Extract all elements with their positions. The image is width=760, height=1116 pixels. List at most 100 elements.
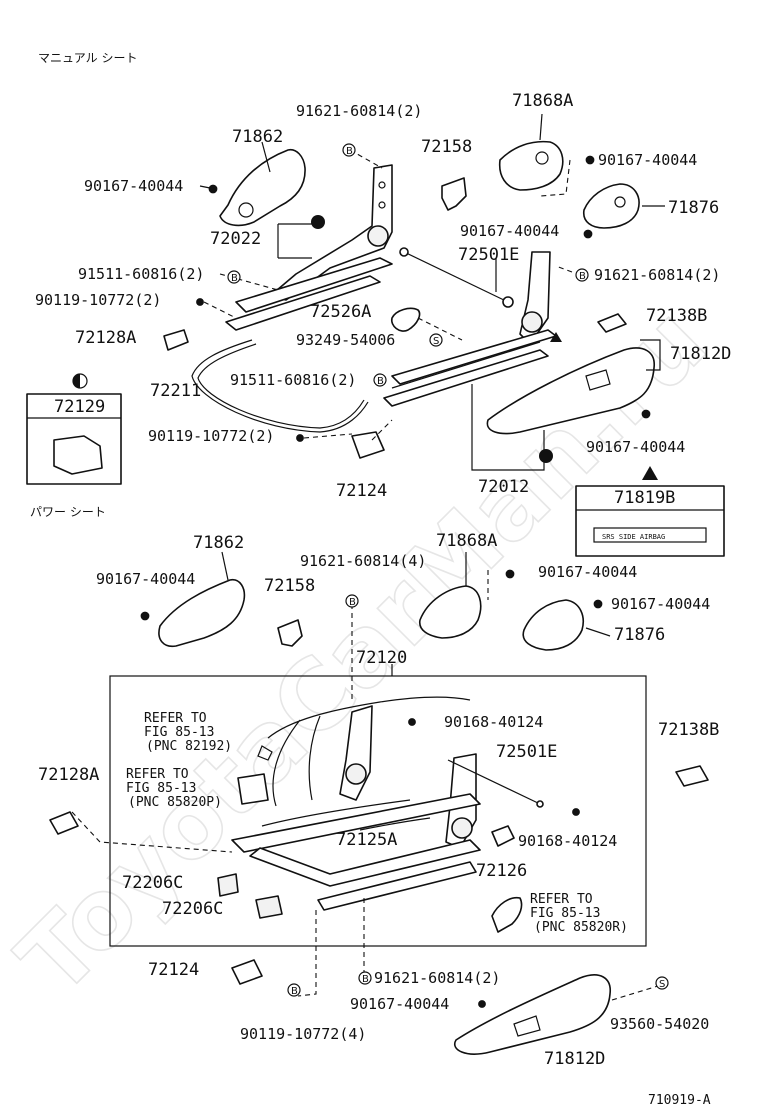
bolt-power-90167-a: [140, 611, 150, 621]
bolt-90167-d: [641, 409, 651, 419]
label-ref3-b: FIG 85-13: [530, 906, 600, 921]
label-93249: 93249-54006: [296, 331, 395, 349]
power-spring-72125A: [359, 817, 431, 831]
label-72012: 72012: [478, 477, 529, 497]
part-71862-cover: [219, 148, 306, 227]
label-71819B: 71819B: [614, 488, 675, 508]
part-power-frame-rail-a: [249, 839, 481, 887]
label-power-90168-a: 90168-40124: [444, 713, 543, 731]
part-wire-harness: [267, 696, 471, 807]
label-91511-a: 91511-60816(2): [78, 265, 204, 283]
power-seat-title: パワー シート: [30, 505, 106, 519]
symbol-b-power-90119: B: [287, 983, 301, 997]
recliner-hole-2: [378, 201, 386, 209]
dash-91621-b: [555, 265, 573, 273]
part-71868A-hole: [535, 151, 549, 165]
bolt-90167-b: [585, 155, 595, 165]
rod-end-left: [399, 247, 409, 257]
part-power-71812D-slot: [513, 1015, 541, 1037]
label-power-71876: 71876: [614, 625, 665, 645]
part-power-71862-cover: [158, 578, 246, 648]
label-72526A: 72526A: [310, 302, 371, 322]
bolt-90119-b: [296, 434, 304, 442]
label-power-72158: 72158: [264, 576, 315, 596]
label-91511-b: 91511-60816(2): [230, 371, 356, 389]
symbol-half-circle-72012: [539, 449, 553, 463]
symbol-b-power-91621-a: B: [345, 594, 359, 608]
label-91621-b: 91621-60814(2): [594, 266, 720, 284]
symbol-b-91621-b: B: [575, 268, 589, 282]
power-screw-shaft: [261, 799, 411, 827]
power-rod-end: [536, 800, 544, 808]
label-power-72128A: 72128A: [38, 765, 99, 785]
label-ref2-c: (PNC 85820P): [128, 795, 222, 810]
symbol-b-91511-a: B: [227, 270, 241, 284]
symbol-s-93249: S: [429, 333, 443, 347]
label-71812D: 71812D: [670, 344, 731, 364]
leader-72022: [277, 223, 316, 259]
label-power-90167-c: 90167-40044: [611, 595, 710, 613]
part-power-71812D: [453, 974, 611, 1055]
rod-end-right: [502, 296, 514, 308]
label-power-72501E: 72501E: [496, 742, 557, 762]
label-72128A: 72128A: [75, 328, 136, 348]
label-71876: 71876: [668, 198, 719, 218]
svg-text:B: B: [231, 273, 238, 284]
label-power-90167-a: 90167-40044: [96, 570, 195, 588]
label-90119-b: 90119-10772(2): [148, 427, 274, 445]
symbol-s-power-93560: S: [655, 976, 669, 990]
bolt-power-90167-b: [505, 569, 515, 579]
part-ref-85820R: [491, 896, 523, 933]
part-power-71876: [522, 599, 584, 651]
part-72158-cap: [441, 177, 467, 211]
symbol-half-fill-72129: [73, 374, 80, 388]
label-71862: 71862: [232, 127, 283, 147]
part-motor-1: [237, 773, 269, 805]
manual-seat-title: マニュアル シート: [38, 51, 137, 65]
dash-power-90119: [297, 910, 317, 997]
part-71862-hole: [238, 202, 254, 218]
power-recliner-right-pivot: [451, 817, 473, 839]
leader-power-71876: [585, 627, 611, 637]
svg-text:S: S: [659, 979, 665, 990]
part-71876-hole: [614, 196, 626, 208]
symbol-triangle-71812D: [550, 332, 562, 342]
part-manual-seat-rail-left: [235, 257, 393, 313]
part-manual-rail-right-lower: [383, 349, 549, 407]
leader-71868A: [539, 113, 543, 141]
label-72022: 72022: [210, 229, 261, 249]
svg-text:B: B: [362, 974, 369, 985]
dash-90167-b: [539, 159, 571, 197]
label-power-90167-c2: 90167-40044: [350, 995, 449, 1013]
dash-72124: [371, 419, 393, 441]
symbol-b-power-91621-b: B: [358, 971, 372, 985]
label-72124: 72124: [336, 481, 387, 501]
label-power-71812D: 71812D: [544, 1049, 605, 1069]
label-90167-d: 90167-40044: [586, 438, 685, 456]
bolt-power-90167-d: [478, 1000, 486, 1008]
part-72129: [53, 435, 103, 475]
bolt-90167-c: [583, 229, 593, 239]
part-71812D-side-cover: [486, 347, 655, 435]
label-ref3-c: (PNC 85820R): [534, 920, 628, 935]
label-power-72206C-b: 72206C: [162, 899, 223, 919]
box-72120: [109, 675, 647, 947]
part-power-72124: [231, 959, 263, 985]
symbol-half-circle-72022: [311, 215, 325, 229]
symbol-triangle-71819B: [642, 466, 658, 480]
part-72526A-knob: [390, 307, 421, 332]
svg-text:B: B: [291, 986, 298, 997]
label-90167-b: 90167-40044: [598, 151, 697, 169]
part-motor-72206C-b: [255, 895, 283, 919]
part-72126: [491, 825, 515, 847]
label-ref2-b: FIG 85-13: [126, 781, 196, 796]
label-power-72126: 72126: [476, 861, 527, 881]
part-71876-cover: [582, 183, 640, 229]
label-power-71868A: 71868A: [436, 531, 497, 551]
leader-power-71862: [221, 551, 229, 581]
label-airbag: SRS SIDE AIRBAG: [602, 533, 665, 541]
label-91621-a: 91621-60814(2): [296, 102, 422, 120]
leader-71812D: [640, 339, 661, 371]
dash-90119-a: [203, 301, 237, 319]
